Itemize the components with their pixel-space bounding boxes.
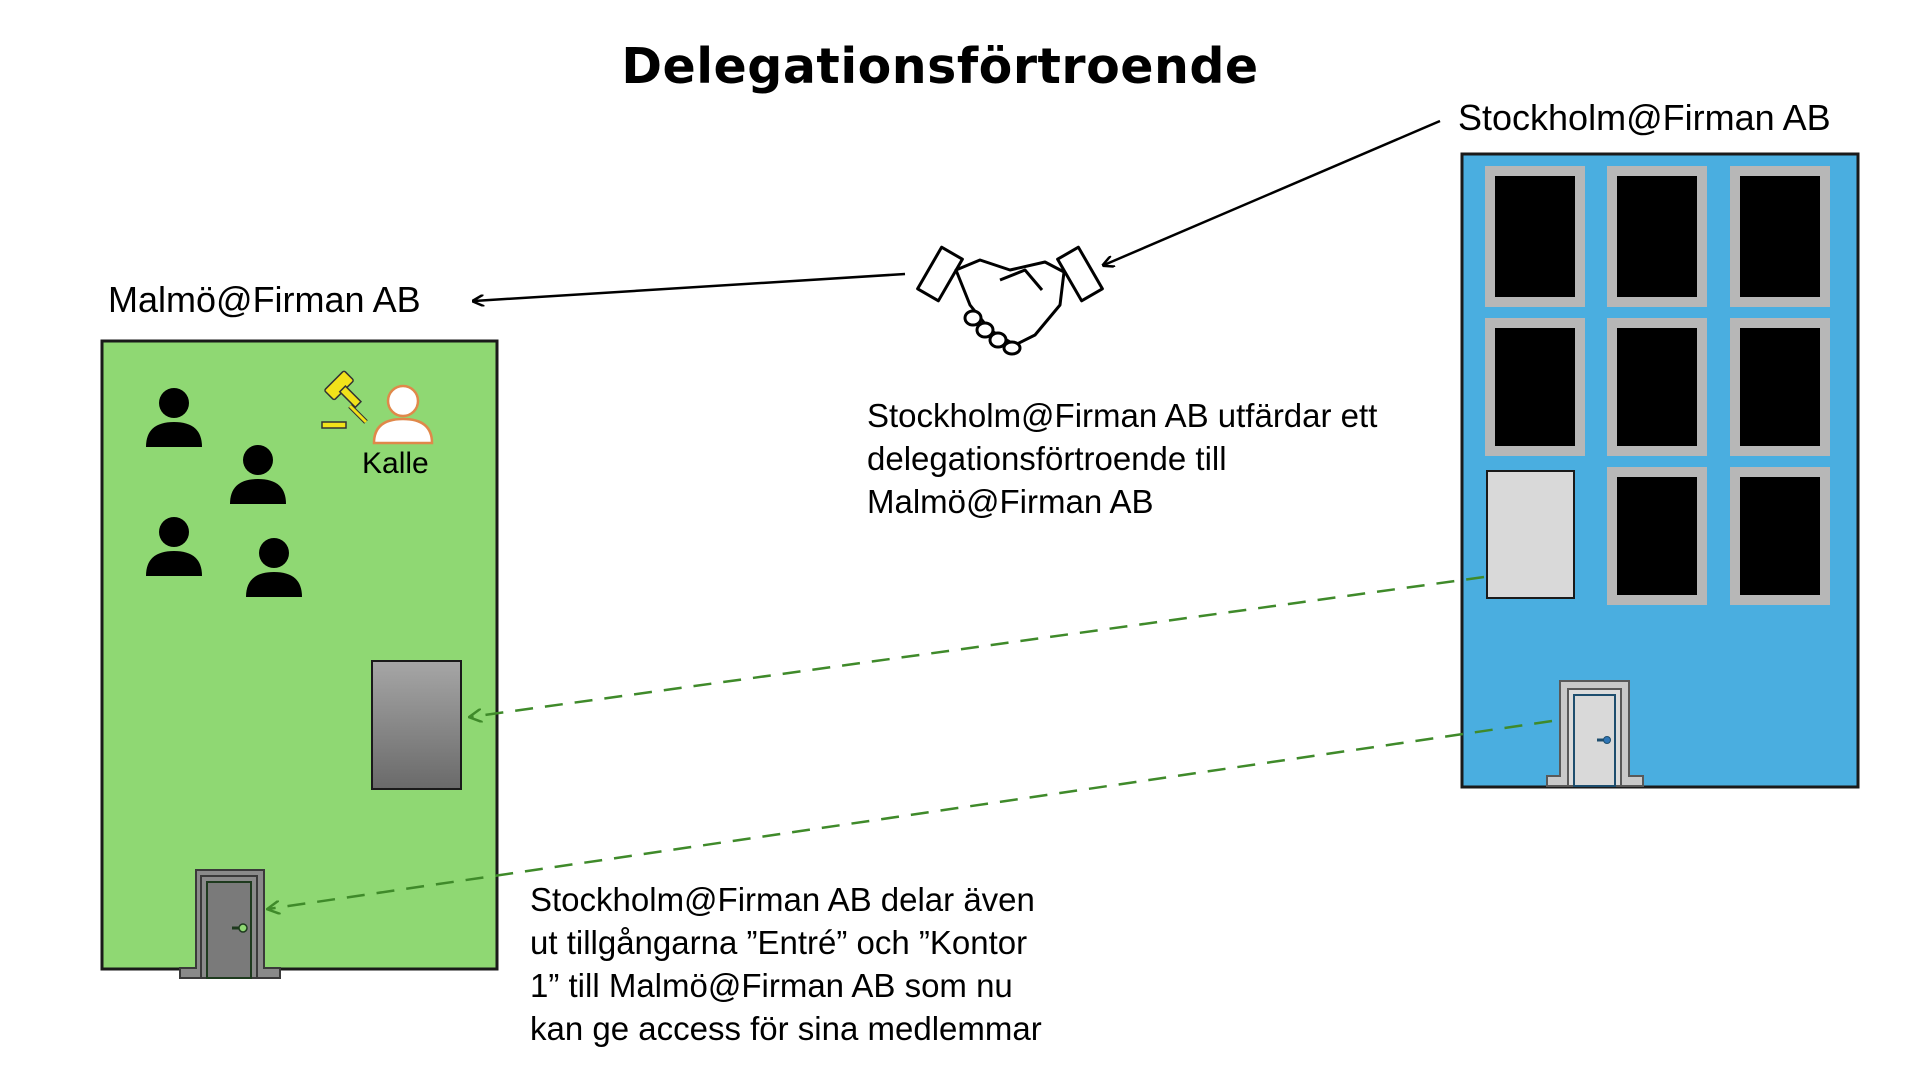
shared-office-arrow: [470, 575, 1485, 717]
sharing-description-line: 1” till Malmö@Firman AB som nu: [530, 967, 1013, 1004]
window: [1485, 166, 1585, 307]
stockholm-door-icon: [1546, 680, 1644, 787]
handshake-icon: [916, 245, 1104, 356]
trust-description: Stockholm@Firman AB utfärdar ett delegat…: [867, 394, 1377, 523]
window: [1730, 467, 1830, 605]
stockholm-org-label: Stockholm@Firman AB: [1458, 97, 1831, 138]
trust-description-line: delegationsförtroende till: [867, 440, 1227, 477]
malmo-org-label: Malmö@Firman AB: [108, 279, 421, 320]
kalle-user-icon: [372, 384, 434, 445]
malmo-door-icon: [179, 869, 281, 979]
stockholm-office-icon: [1486, 470, 1575, 599]
window: [1607, 166, 1707, 307]
sharing-description-line: Stockholm@Firman AB delar även: [530, 881, 1035, 918]
member-user-icon: [146, 388, 202, 447]
member-user-icon: [146, 517, 202, 576]
sharing-description-line: ut tillgångarna ”Entré” och ”Kontor: [530, 924, 1028, 961]
gavel-icon: [321, 370, 368, 429]
member-user-icon: [230, 445, 286, 504]
malmo-office-icon: [371, 660, 462, 790]
sharing-description-line: kan ge access för sina medlemmar: [530, 1010, 1042, 1047]
window: [1607, 467, 1707, 605]
member-user-icon: [246, 538, 302, 597]
trust-arrow: [1104, 119, 1441, 265]
window: [1607, 318, 1707, 456]
window: [1485, 318, 1585, 456]
trust-description-line: Malmö@Firman AB: [867, 483, 1154, 520]
sharing-description: Stockholm@Firman AB delar även ut tillgå…: [530, 878, 1042, 1050]
diagram-title: Delegationsförtroende: [621, 38, 1259, 95]
window: [1730, 166, 1830, 307]
shared-door-arrow: [268, 719, 1553, 909]
stockholm-windows: [1485, 166, 1830, 605]
trust-arrow: [474, 272, 906, 301]
kalle-name-label: Kalle: [362, 447, 429, 480]
window: [1730, 318, 1830, 456]
trust-description-line: Stockholm@Firman AB utfärdar ett: [867, 397, 1378, 434]
